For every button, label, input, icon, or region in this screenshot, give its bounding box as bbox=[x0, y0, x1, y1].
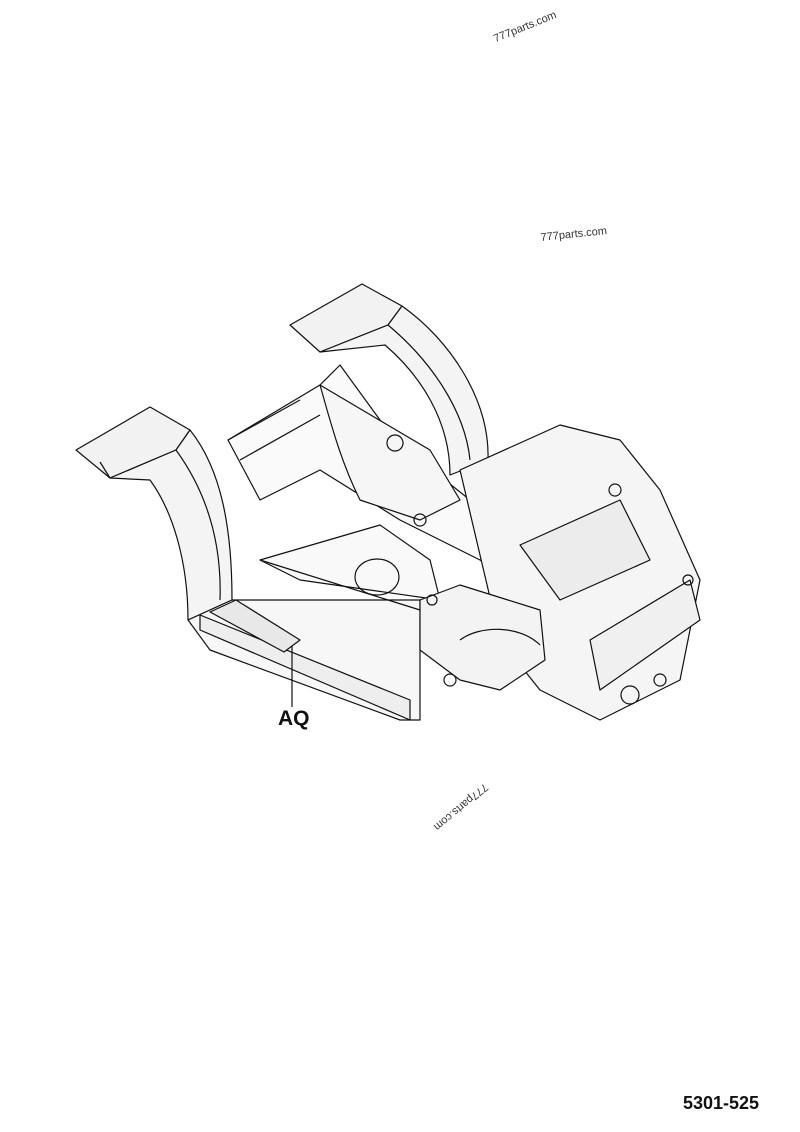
left-fender bbox=[75, 406, 233, 621]
reference-number: 5301-525 bbox=[683, 1093, 760, 1113]
callout-label: AQ bbox=[278, 707, 310, 730]
front-axle-bracket bbox=[419, 584, 546, 691]
front-cross-member bbox=[187, 524, 441, 721]
